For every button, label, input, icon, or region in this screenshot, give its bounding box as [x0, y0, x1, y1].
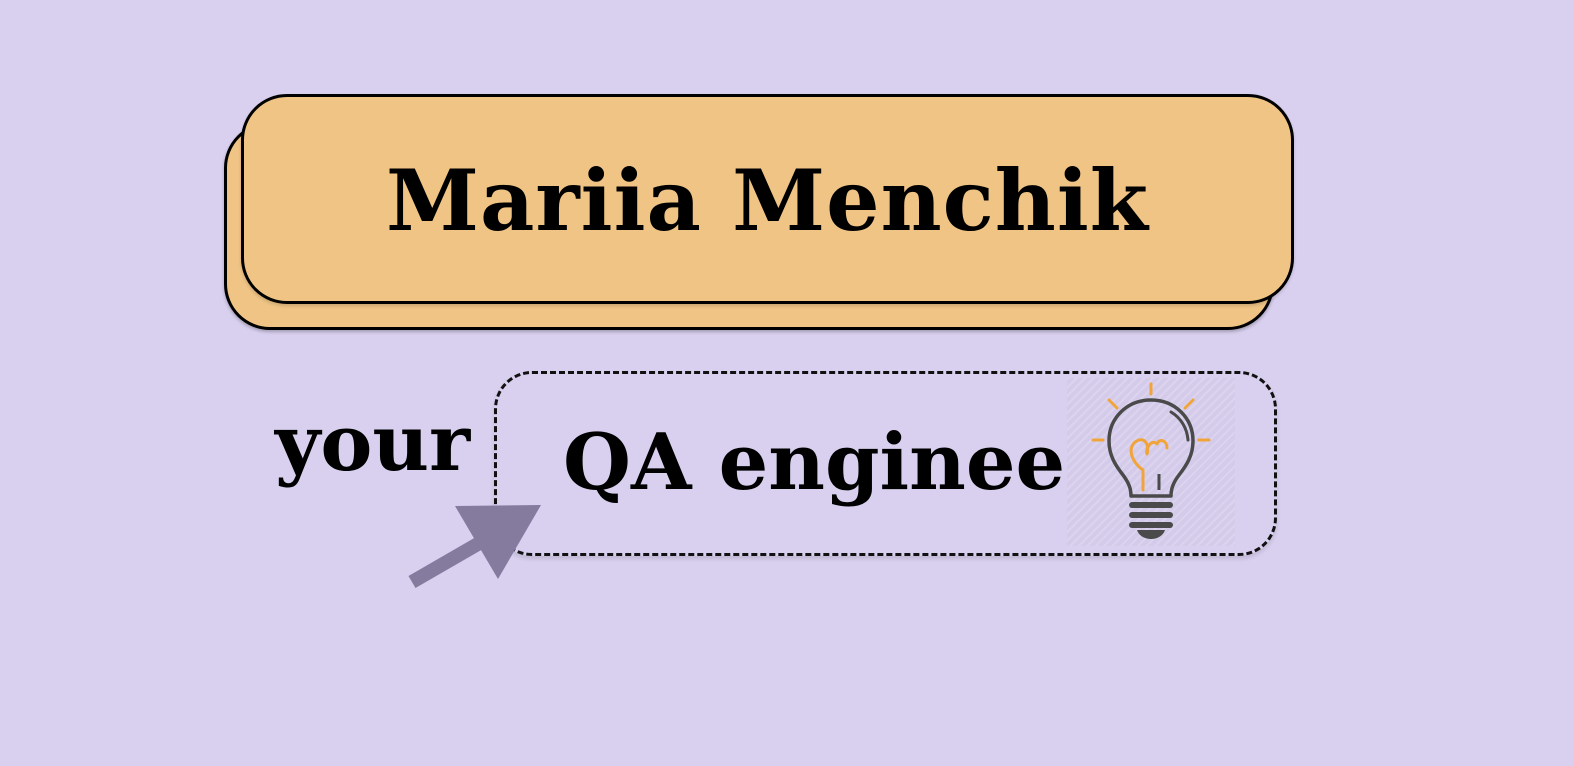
your-label: your	[275, 398, 471, 489]
role-text: QA engineer	[563, 417, 1107, 508]
lightbulb-icon	[1067, 378, 1235, 546]
name-card: Mariia Menchik	[241, 94, 1294, 304]
role-box: QA engineer	[494, 371, 1277, 556]
name-text: Mariia Menchik	[386, 151, 1149, 250]
arrow-icon	[408, 505, 541, 589]
